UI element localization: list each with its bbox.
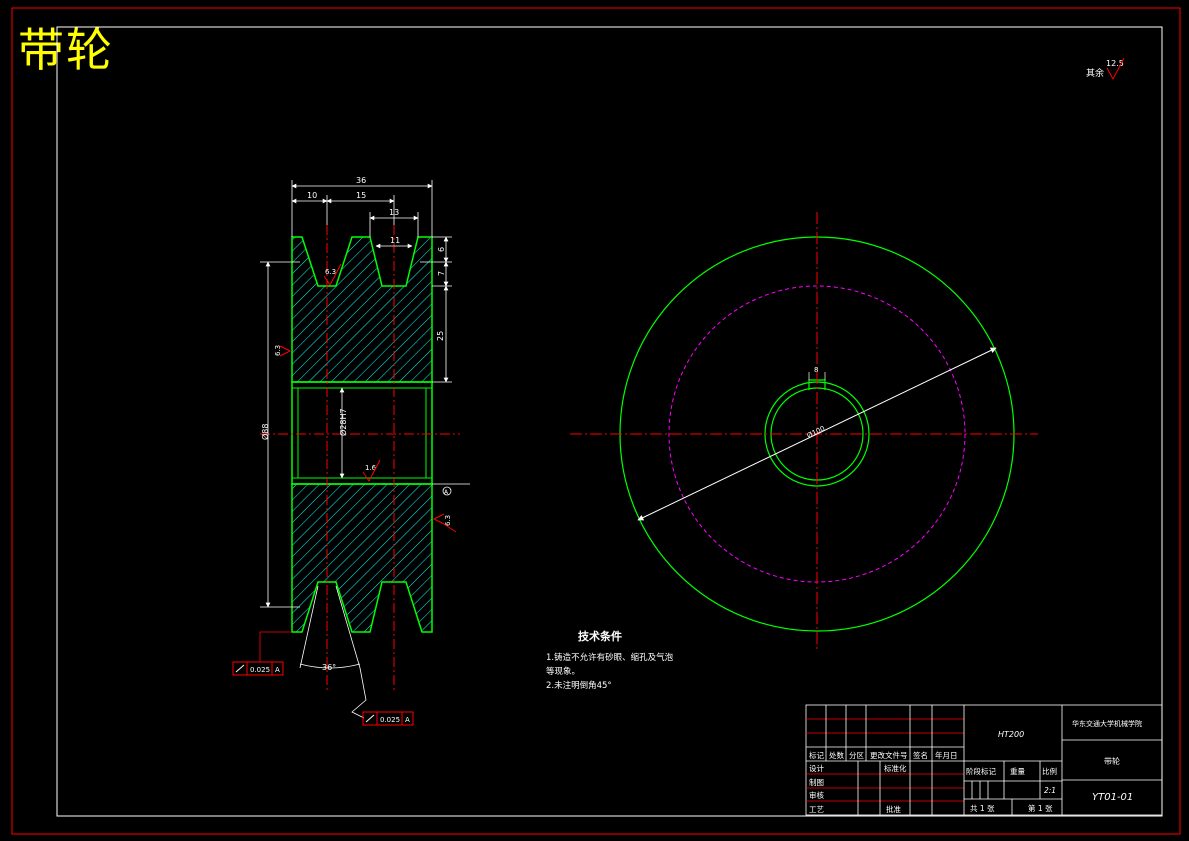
tb-school: 华东交通大学机械学院 (1072, 719, 1142, 728)
runout-arrow-icon (235, 664, 245, 673)
dim-outer-diameter: Ø88 (260, 424, 270, 440)
tb-col-count: 处数 (829, 750, 844, 760)
tolerance-2-value: 0.025 (380, 716, 400, 724)
tb-sheet-no: 第 1 张 (1028, 803, 1053, 813)
datum-circle-icon (442, 486, 452, 496)
dim-total-width: 36 (356, 176, 366, 185)
tolerance-frame-1: 0.025 A (232, 631, 292, 676)
roughness-bore-icon (362, 459, 381, 482)
tolerance-1-datum: A (275, 666, 280, 674)
roughness-right-icon (432, 513, 457, 533)
tb-stage-mark: 阶段标记 (966, 766, 996, 776)
roughness-symbol-icon (1106, 57, 1125, 81)
tolerance-frame-2: 0.025 A (351, 667, 414, 726)
dim-15: 15 (356, 191, 366, 200)
tb-row-draw: 制图 (809, 777, 824, 787)
tb-material: HT200 (998, 730, 1024, 739)
dim-11: 11 (390, 236, 400, 245)
section-view: 36 10 15 13 11 6 7 25 Ø88 Ø28H7 6.3 (232, 176, 470, 726)
global-roughness-value: 12.5 (1106, 59, 1124, 68)
datum-label: A (444, 489, 449, 496)
bore (291, 381, 433, 485)
dim-7: 7 (437, 271, 446, 276)
dim-10: 10 (307, 191, 317, 200)
tech-line-2: 等现象。 (546, 666, 580, 677)
tolerance-1-value: 0.025 (250, 666, 270, 674)
tech-heading: 技术条件 (578, 629, 622, 643)
roughness-right-value: 6.3 (444, 515, 452, 526)
tb-approve: 批准 (886, 804, 901, 814)
roughness-bore-value: 1.6 (365, 464, 377, 472)
dim-groove-angle: 36° (322, 663, 336, 672)
tb-standardize: 标准化 (884, 763, 907, 773)
tech-line-3: 2.未注明倒角45° (546, 680, 612, 691)
dim-13: 13 (389, 208, 399, 217)
top-dimensions (291, 180, 433, 249)
tech-line-1: 1.铸造不允许有砂眼、缩孔及气泡 (546, 652, 674, 663)
global-roughness: 其余 12.5 (1086, 57, 1125, 81)
tb-col-docno: 更改文件号 (870, 750, 908, 760)
tb-drawing-no: YT01-01 (1092, 792, 1133, 803)
dim-front-diameter: Ø100 (806, 425, 826, 440)
dim-bore-diameter: Ø28H7 (338, 408, 348, 436)
tb-scale-value: 2:1 (1044, 786, 1056, 795)
dim-keyway-width: 8 (814, 366, 818, 374)
inner-frame (56, 26, 1163, 817)
title-block-text: HT200 华东交通大学机械学院 带轮 YT01-01 标记 处数 分区 更改文… (809, 719, 1142, 814)
runout-arrow-icon-2 (365, 714, 375, 723)
front-view: Ø100 8 (570, 212, 1038, 650)
roughness-groove-icon (323, 263, 342, 286)
tb-row-review: 审核 (809, 790, 824, 800)
tb-row-process: 工艺 (809, 805, 824, 814)
title-block (805, 704, 1163, 816)
tb-weight: 重量 (1010, 767, 1026, 776)
global-roughness-label: 其余 (1086, 67, 1104, 79)
diameter-line (637, 347, 997, 521)
roughness-left-value: 6.3 (274, 345, 282, 356)
tb-col-zone: 分区 (849, 751, 864, 760)
section-upper (291, 236, 433, 383)
tb-sheets-total: 共 1 张 (970, 804, 995, 813)
tb-col-mark: 标记 (809, 750, 824, 760)
tb-scale: 比例 (1042, 766, 1057, 776)
roughness-groove-value: 6.3 (325, 268, 336, 276)
tb-row-design: 设计 (809, 763, 824, 773)
page-title: 带轮 (18, 23, 114, 77)
dim-25: 25 (436, 331, 445, 341)
right-dimensions (420, 236, 452, 383)
tb-col-sign: 签名 (913, 750, 928, 760)
dim-6: 6 (437, 247, 446, 252)
tech-requirements: 技术条件 1.铸造不允许有砂眼、缩孔及气泡 等现象。 2.未注明倒角45° (546, 629, 674, 691)
outer-frame (11, 7, 1181, 835)
tb-col-date: 年月日 (935, 750, 958, 760)
roughness-left-icon (279, 345, 292, 357)
tolerance-2-datum: A (405, 716, 410, 724)
tb-part-name: 带轮 (1104, 756, 1120, 766)
